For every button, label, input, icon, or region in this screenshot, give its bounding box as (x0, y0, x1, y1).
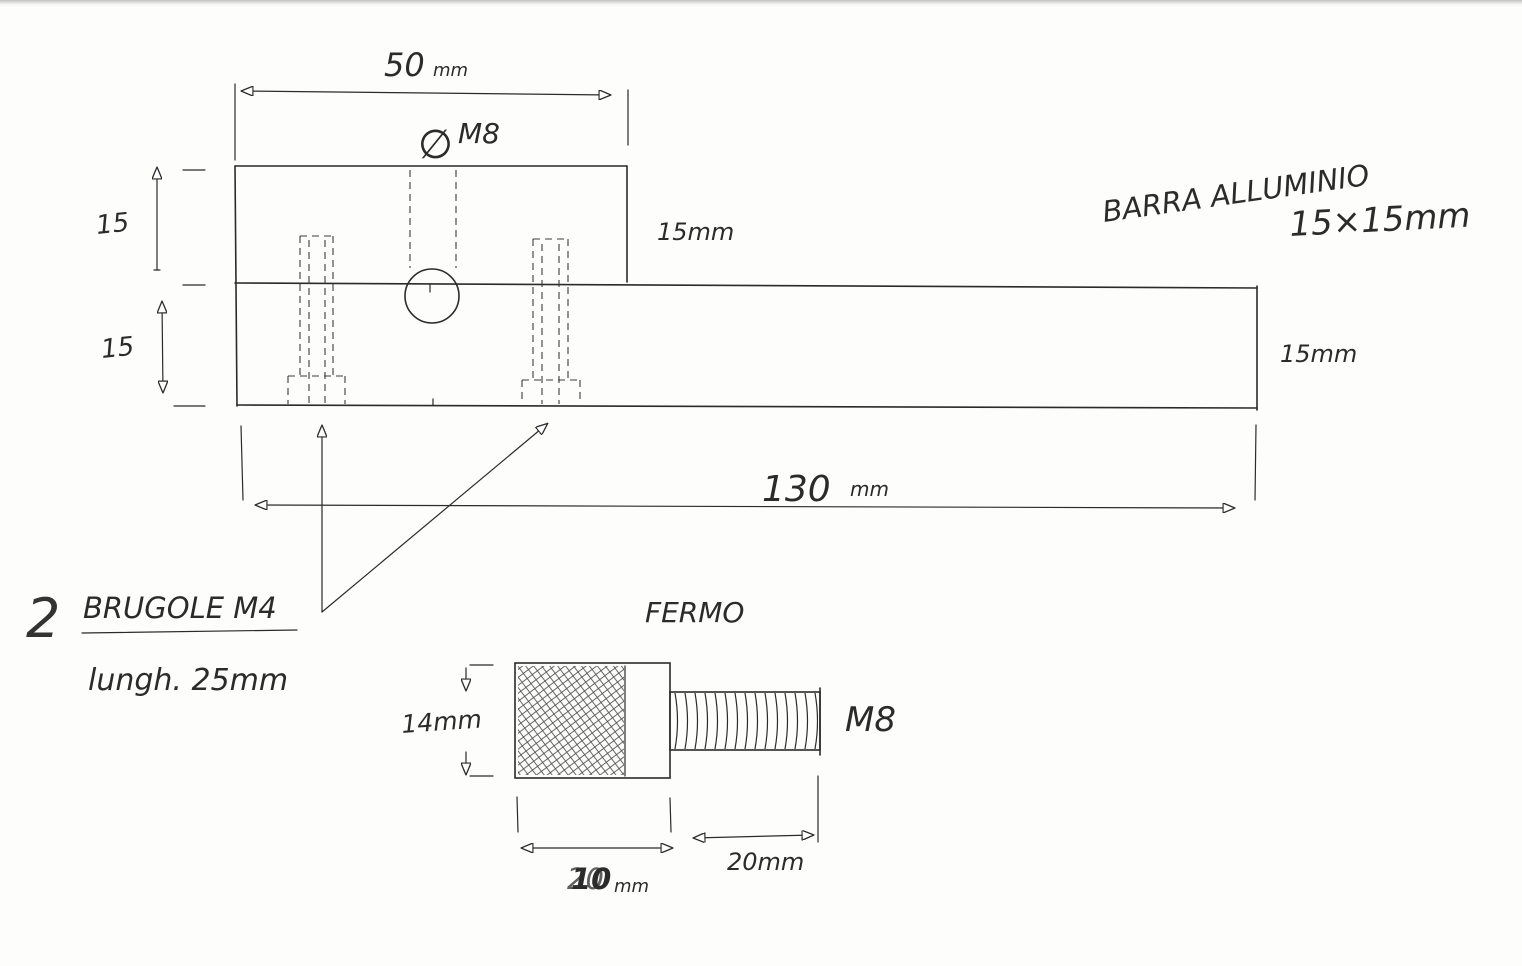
length-dimension-line (256, 505, 1234, 508)
fermo-stud-length-label: 20mm (727, 848, 804, 876)
stud-length-dimension-line (694, 835, 813, 838)
lower-height-dimension-line (162, 302, 163, 392)
block-left-edge (234, 165, 238, 407)
scan-edge (0, 0, 1522, 7)
fermo-title: FERMO (645, 596, 744, 629)
fermo-thread-label: M8 (845, 700, 896, 740)
left-screw-shank (299, 235, 334, 376)
head-length-extension-right (669, 797, 672, 833)
fermo-head-length-overwritten: 20 (567, 862, 604, 896)
fermo-head-height-label: 14mm (400, 704, 482, 739)
hole-diameter-symbol: ∅ (418, 122, 453, 168)
screws-length: lungh. 25mm (88, 663, 288, 698)
width-dimension-line (242, 91, 610, 95)
screws-name: BRUGOLE M4 (83, 591, 277, 625)
right-screw-core (541, 244, 560, 404)
fermo-head-length-value: 10 (571, 862, 611, 896)
bar-label-line2: 15×15mm (1288, 196, 1471, 245)
fermo-head-length-unit: mm (614, 876, 649, 897)
left-screw-core (308, 240, 326, 404)
top-width-value: 50 (384, 46, 425, 84)
m8-hole-circle (404, 268, 460, 324)
fermo-thread-lines (672, 693, 818, 749)
bar-top-edge (234, 282, 1258, 289)
right-screw-head (521, 379, 581, 404)
head-length-extension-left (516, 796, 519, 833)
hole-thread-label: M8 (458, 117, 500, 150)
screw-leader-right (321, 424, 547, 613)
length-extension-right (1254, 424, 1257, 501)
right-screw-shank (532, 238, 569, 380)
bar-length-value: 130 (762, 469, 831, 510)
bar-height-right-label: 15mm (1280, 340, 1357, 368)
screws-quantity: 2 (26, 587, 60, 650)
bar-length-unit: mm (850, 477, 889, 501)
fermo-knurl-pattern (518, 666, 624, 775)
length-extension-left (240, 425, 244, 501)
main-assembly (81, 83, 1258, 634)
upper-height-label: 15 (95, 208, 131, 241)
lower-height-label: 15 (100, 332, 136, 365)
right-screw-hidden (521, 238, 581, 404)
upper-block-height-right-label: 15mm (657, 218, 734, 246)
bar-bottom-edge (236, 404, 1258, 409)
fermo-part (466, 662, 821, 848)
left-screw-head (287, 375, 346, 404)
screws-note-underline (81, 629, 298, 634)
top-width-unit: mm (433, 60, 468, 81)
left-screw-hidden (287, 235, 346, 404)
